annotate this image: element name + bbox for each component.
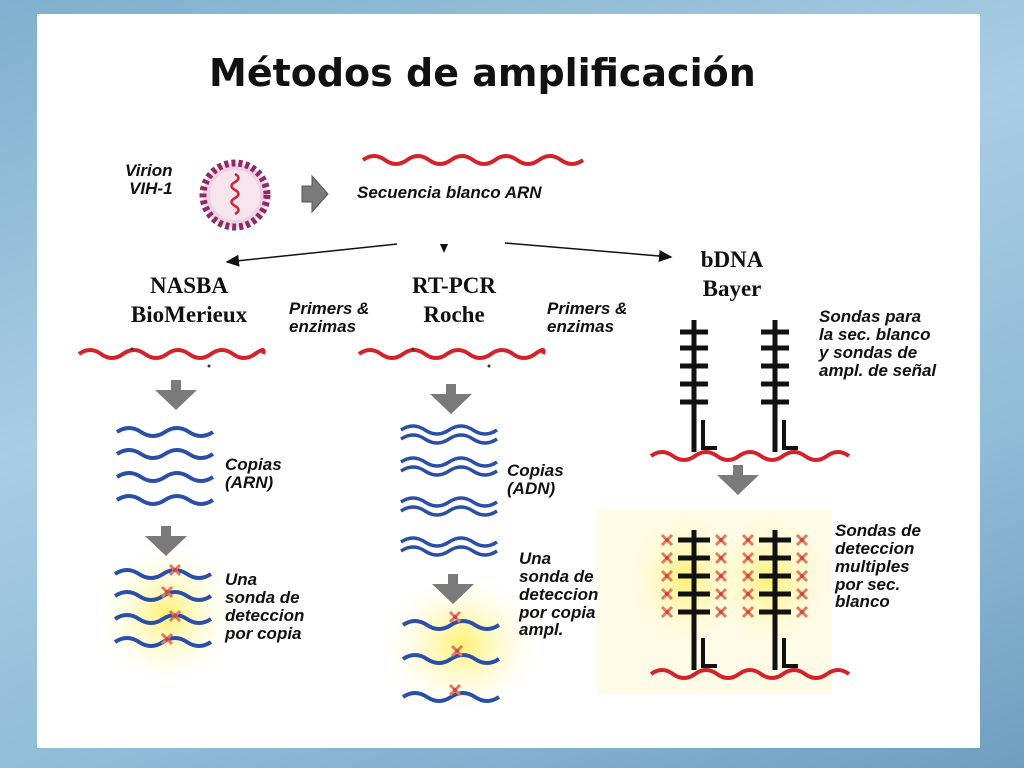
method-rtpcr: RT-PCR Roche: [412, 273, 496, 327]
bdna-bottom-rna: [649, 668, 851, 680]
virion-icon: [199, 159, 271, 231]
branch-arrow-rtpcr: [440, 244, 448, 253]
nasba-input-rna: [77, 348, 266, 360]
target-label: Secuencia blanco ARN: [357, 183, 542, 202]
method-bdna: bDNA Bayer: [700, 247, 764, 301]
nasba-down-arrow2-icon: [145, 526, 187, 556]
nasba-glow: [97, 544, 237, 684]
primers-label-1: Primers & enzimas: [289, 299, 370, 336]
bdna-detection-label: Sondas de deteccion multiples por sec. b…: [835, 521, 921, 612]
rtpcr-copies: [400, 424, 498, 557]
nasba-copies: [115, 426, 215, 506]
primers-label-2: Primers & enzimas: [547, 299, 628, 336]
diagram-graphics: [77, 154, 851, 714]
rtpcr-probe-copies: [401, 619, 501, 703]
rtpcr-probe-label: Una sonda de deteccion por copia ampl.: [519, 549, 599, 640]
target-rna-strand: [361, 154, 585, 166]
slide: Métodos de amplificación Virion VIH-1 Se…: [37, 14, 980, 748]
bdna-probes-label: Sondas para la sec. blanco y sondas de a…: [819, 307, 937, 380]
rtpcr-down-arrow-icon: [430, 384, 472, 414]
arrow-right-icon: [301, 174, 329, 214]
virion-label: Virion VIH-1: [125, 161, 173, 198]
nasba-probe-label: Una sonda de deteccion por copia: [225, 570, 305, 643]
rtpcr-glow: [382, 574, 542, 714]
nasba-copies-label: Copias (ARN): [225, 455, 282, 492]
nasba-down-arrow-icon: [155, 380, 197, 410]
rtpcr-copies-label: Copias (ADN): [507, 461, 564, 498]
method-nasba: NASBA BioMerieux: [130, 273, 248, 327]
rtpcr-down-arrow2-icon: [432, 574, 474, 604]
bdna-target-rna: [649, 450, 851, 462]
branch-arrow-bdna: [504, 242, 673, 262]
branch-arrow-nasba: [225, 243, 398, 267]
page-title: Métodos de amplificación: [209, 51, 756, 95]
bdna-detection-structure: [678, 530, 798, 670]
bdna-probe-structure: [680, 320, 798, 452]
rtpcr-input-rna: [357, 348, 546, 360]
bdna-glow-right: [710, 509, 830, 649]
bdna-down-arrow-icon: [717, 465, 759, 495]
